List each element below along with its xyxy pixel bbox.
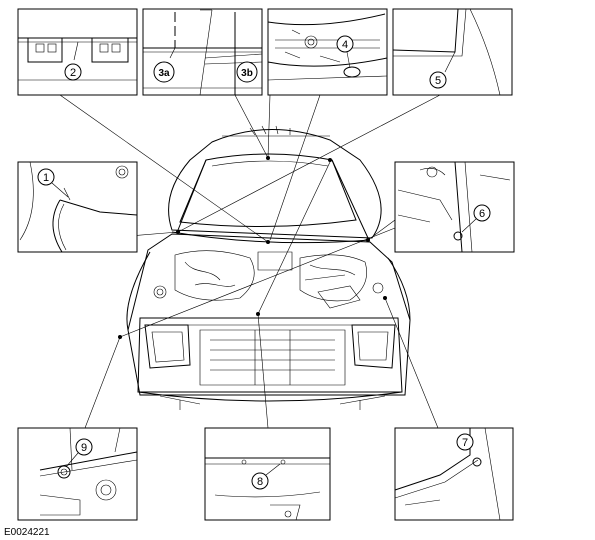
callout-8: 8	[251, 463, 281, 490]
detail-box-6	[394, 161, 515, 253]
callout-7: 7	[456, 433, 474, 451]
svg-text:8: 8	[257, 476, 263, 488]
point-5	[366, 238, 370, 242]
svg-text:4: 4	[342, 39, 348, 51]
svg-text:1: 1	[43, 172, 49, 184]
point-2	[266, 240, 270, 244]
svg-text:2: 2	[70, 67, 76, 79]
detail-box-5	[392, 8, 513, 96]
svg-text:9: 9	[81, 442, 87, 454]
callout-5: 5	[429, 71, 447, 89]
attachment-points	[118, 156, 387, 339]
detail-box-4	[267, 8, 388, 96]
detail-box-7	[394, 427, 514, 521]
point-7	[383, 296, 387, 300]
svg-text:7: 7	[462, 437, 468, 449]
point-8	[118, 335, 122, 339]
point-4	[328, 158, 332, 162]
leader-lines	[59, 94, 441, 429]
figure-code: E0024221	[4, 527, 50, 538]
detail-box-2	[17, 8, 138, 96]
point-1	[176, 230, 180, 234]
callout-2: 2	[64, 63, 82, 81]
callout-4: 4	[336, 35, 354, 69]
svg-text:6: 6	[479, 208, 485, 220]
callout-6: 6	[461, 204, 491, 233]
svg-text:3b: 3b	[241, 68, 253, 79]
callout-1: 1	[37, 168, 69, 198]
callout-9: 9	[65, 438, 93, 468]
detail-box-1	[17, 161, 138, 253]
point-6	[256, 312, 260, 316]
svg-text:3a: 3a	[158, 68, 170, 79]
svg-text:5: 5	[435, 75, 441, 87]
callout-3a: 3a	[153, 61, 175, 83]
vehicle-body	[126, 125, 411, 410]
callout-3b: 3b	[236, 61, 258, 83]
point-3	[266, 156, 270, 160]
